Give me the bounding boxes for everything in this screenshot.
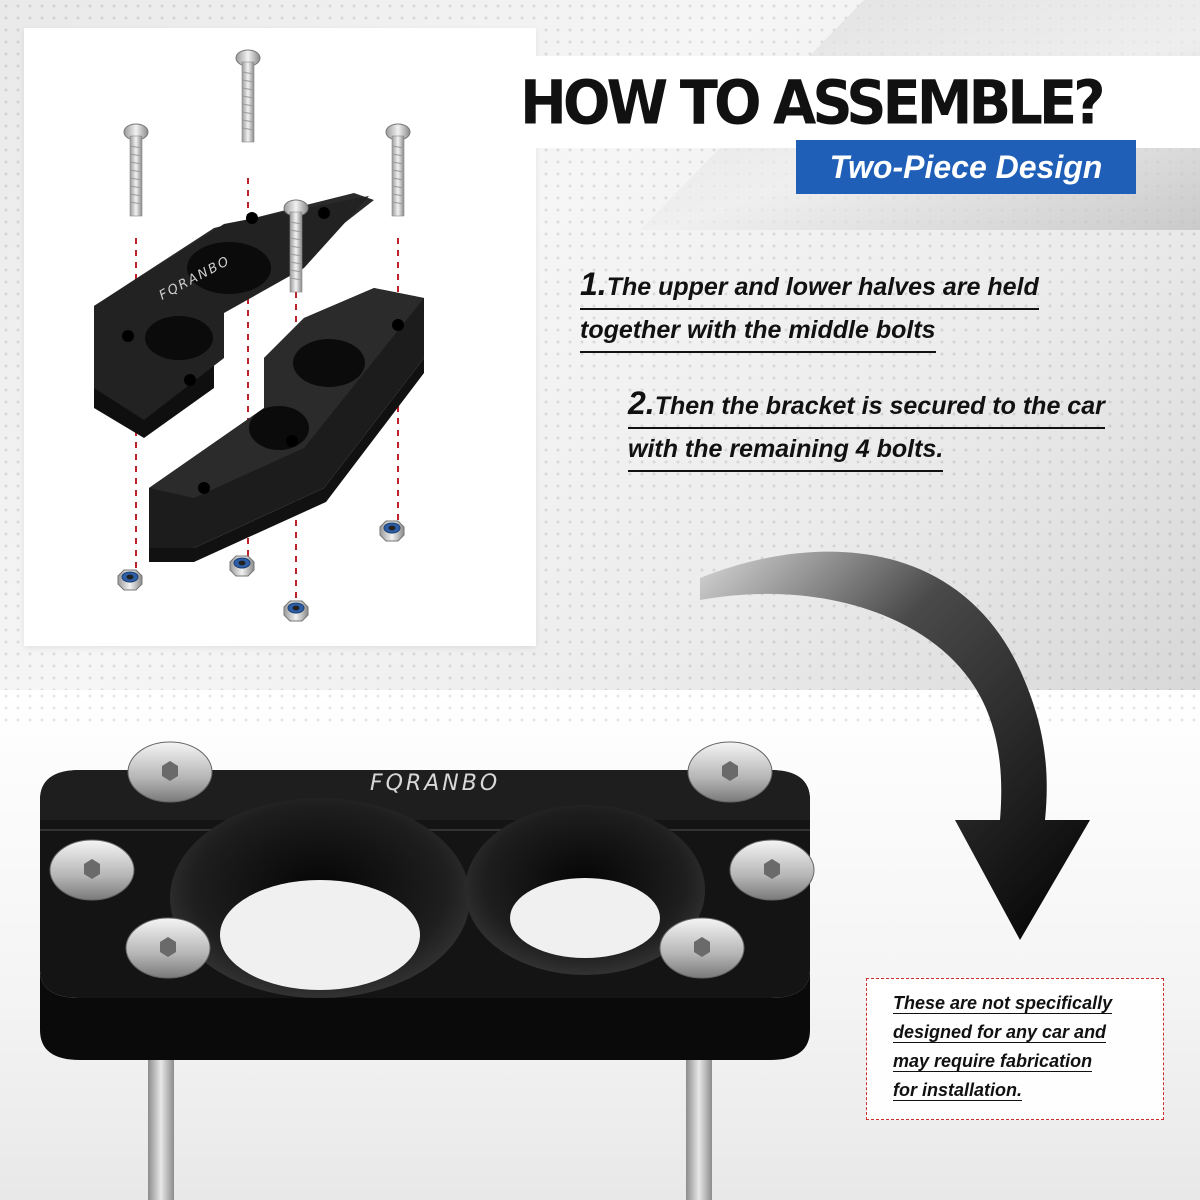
bolt-icon bbox=[123, 123, 149, 217]
brand-logo-assembled: FQRANBO bbox=[370, 771, 500, 796]
notice-line-2: designed for any car and bbox=[893, 1022, 1107, 1043]
subtitle-badge: Two-Piece Design bbox=[796, 140, 1136, 194]
notice-box: These are not specifically designed for … bbox=[866, 978, 1164, 1120]
step-1: 1.The upper and lower halves are held to… bbox=[580, 264, 1140, 353]
threaded-rod bbox=[148, 1050, 174, 1200]
nut-icon bbox=[229, 555, 255, 577]
exploded-view-image: FQRANBO bbox=[24, 28, 536, 646]
nut-icon bbox=[283, 600, 309, 622]
notice-line-4: for installation. bbox=[893, 1080, 1023, 1101]
step-1-line-2: together with the middle bolts bbox=[580, 310, 936, 353]
notice-text: These are not specifically designed for … bbox=[893, 989, 1143, 1105]
assembled-bracket-image: FQRANBO bbox=[40, 741, 815, 1200]
bolt-icon bbox=[687, 741, 773, 803]
notice-line-1: These are not specifically bbox=[893, 993, 1113, 1014]
step-1-line-1: The upper and lower halves are held bbox=[606, 273, 1039, 301]
curved-arrow-icon bbox=[700, 551, 1090, 940]
step-2-number: 2. bbox=[628, 385, 655, 421]
step-2: 2.Then the bracket is secured to the car… bbox=[628, 383, 1168, 472]
step-1-number: 1. bbox=[580, 266, 607, 302]
step-2-line-1: Then the bracket is secured to the car bbox=[654, 392, 1105, 420]
nut-icon bbox=[117, 569, 143, 591]
page-title: HOW TO ASSEMBLE? bbox=[520, 68, 1106, 139]
bolt-icon bbox=[729, 839, 815, 901]
bolt-icon bbox=[127, 741, 213, 803]
bolt-icon bbox=[235, 49, 261, 143]
notice-line-3: may require fabrication bbox=[893, 1051, 1093, 1072]
step-2-line-2: with the remaining 4 bolts. bbox=[628, 429, 944, 472]
title-banner bbox=[474, 56, 1200, 148]
bolt-icon bbox=[125, 917, 211, 979]
bolt-icon bbox=[385, 123, 411, 217]
bolt-icon bbox=[659, 917, 745, 979]
nut-icon bbox=[379, 520, 405, 542]
threaded-rod bbox=[686, 1050, 712, 1200]
bolt-icon bbox=[49, 839, 135, 901]
bracket-lower-half bbox=[149, 288, 424, 562]
